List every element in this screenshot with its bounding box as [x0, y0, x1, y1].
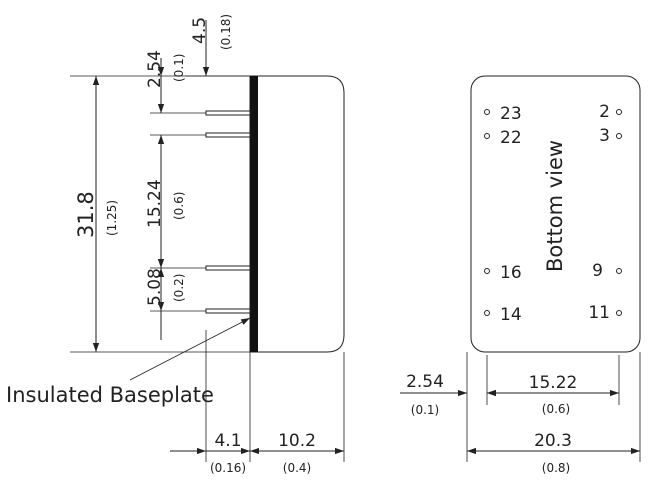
pin-label: 14 — [500, 305, 522, 325]
pin-hole — [616, 133, 622, 139]
bottom-view-title: Bottom view — [543, 140, 567, 272]
dim-overall-height: 31.8 — [74, 191, 98, 238]
pins — [205, 110, 251, 314]
pin-label: 16 — [500, 263, 522, 283]
dim-pin-pitch-inch: (0.2) — [172, 274, 186, 302]
dim-edge-offset-inch: (0.1) — [411, 403, 439, 417]
dim-pin-pitch: 5.08 — [145, 268, 165, 306]
pin — [205, 308, 251, 314]
dim-edge-offset: 2.54 — [406, 372, 444, 392]
dim-body-depth-inch: (0.4) — [283, 461, 311, 475]
dim-pin-span: 15.24 — [145, 179, 165, 228]
side-view: 4.5 (0.18) 2.54 (0.1) 31.8 (1.25) 15.24 … — [6, 14, 345, 475]
dim-overall-width: 20.3 — [534, 431, 572, 451]
bottom-view: Bottom view 23 22 16 14 2 3 9 11 2.54 (0… — [400, 75, 641, 475]
pin — [205, 110, 251, 116]
pin-hole — [484, 133, 490, 139]
dim-pin-length-inch: (0.16) — [210, 461, 246, 475]
dim-pin-top-gap-inch: (0.1) — [172, 54, 186, 82]
dim-overall-width-inch: (0.8) — [542, 461, 570, 475]
pin-hole — [616, 109, 622, 115]
dim-pin-row-span: 15.22 — [529, 373, 578, 393]
pin-label: 3 — [599, 126, 610, 146]
dim-pin-top-gap: 2.54 — [145, 50, 165, 88]
pin-hole — [484, 268, 490, 274]
pin-hole — [484, 310, 490, 316]
insulated-baseplate — [250, 76, 258, 352]
dim-pin-span-inch: (0.6) — [172, 192, 186, 220]
dim-pin-row-span-inch: (0.6) — [542, 402, 570, 416]
pin-hole — [616, 268, 622, 274]
pin — [205, 265, 251, 271]
pin — [205, 132, 251, 138]
dim-top-offset: 4.5 — [190, 17, 210, 44]
pin-label: 23 — [500, 104, 522, 124]
pin-label: 9 — [592, 261, 603, 281]
dim-body-depth: 10.2 — [278, 431, 316, 451]
bottom-view-outline — [470, 75, 641, 353]
dim-overall-height-inch: (1.25) — [105, 200, 119, 236]
pin-hole — [616, 310, 622, 316]
pin-label: 22 — [500, 128, 522, 148]
pin-label: 11 — [588, 303, 610, 323]
module-body — [249, 75, 345, 353]
dim-pin-length: 4.1 — [214, 431, 241, 451]
pin-label: 2 — [599, 102, 610, 122]
dim-top-offset-inch: (0.18) — [219, 14, 233, 50]
pin-hole — [484, 109, 490, 115]
label-insulated-baseplate: Insulated Baseplate — [6, 383, 214, 407]
